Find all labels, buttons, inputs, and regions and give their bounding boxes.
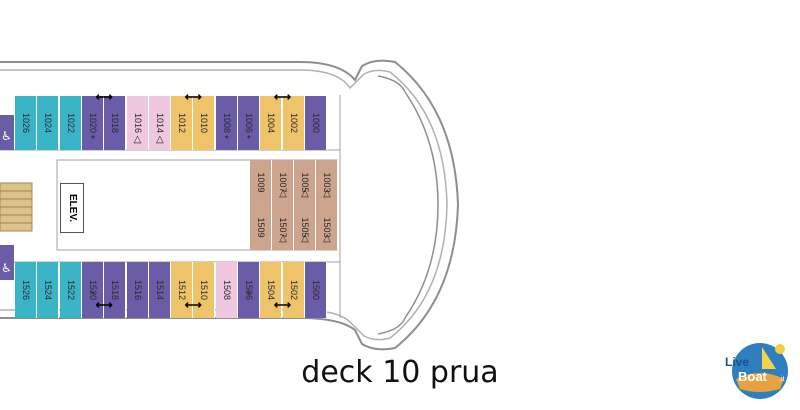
connecting-arrow-icon: ⟷ [273,298,292,312]
star-mark: * [247,290,251,301]
svg-text:Boat: Boat [738,369,768,384]
cabin-1506[interactable]: 1506* [238,262,260,318]
cabin-1022[interactable]: 1022 [59,96,82,150]
cabin-number: 1514 [154,279,165,301]
cabin-1516[interactable]: 1516 [126,262,149,318]
cabin-1512[interactable]: 1512 [171,262,194,318]
hull-outer-line [0,59,460,351]
stairs-icon [0,182,33,232]
wheelchair-icon: ♿ [1,129,12,143]
triangle-mark: △ [155,134,164,145]
cabin-1508[interactable]: 1508 [215,262,238,318]
cabin-number: 1526 [21,279,31,301]
cabin-1502[interactable]: 1502 [282,262,305,318]
cabin-1504[interactable]: 1504 [260,262,283,318]
cabin-1024[interactable]: 1024 [37,96,60,150]
cabin-number: 1010 [199,112,210,134]
cabin-1000[interactable]: 1000 [304,96,327,150]
cabin-1509[interactable]: 1509 [250,205,272,250]
cabin-1007[interactable]: 1007△ [272,160,294,205]
cabin-number: 1004 [266,112,277,134]
cabin-1014[interactable]: 1014△ [148,96,171,150]
cabin-1016[interactable]: 1016△ [126,96,149,150]
wheelchair-icon: ♿ [1,261,12,275]
elevator-box: ELEV. [60,183,84,233]
connecting-arrow-icon: ⟷ [184,90,202,104]
cabin-1012[interactable]: 1012 [171,96,194,150]
cabin-number: 1524 [43,279,54,301]
cabin-1526[interactable]: 1526 [15,262,37,318]
triangle-mark: △ [323,188,331,199]
cabin-1524[interactable]: 1524 [37,262,60,318]
svg-text:.it: .it [779,376,785,383]
cabin-1026[interactable]: 1026 [15,96,37,150]
cabin-1009[interactable]: 1009 [250,160,272,205]
cabin-1503[interactable]: 1503△ [316,205,338,250]
cabin-1510[interactable]: 1510 [193,262,216,318]
connecting-arrow-icon: ⟷ [95,298,113,312]
triangle-mark: △ [301,233,309,244]
triangle-mark: △ [133,134,142,145]
star-mark: * [90,290,95,301]
connecting-arrow-icon: ⟷ [184,298,202,312]
cabin-number: 1009 [256,172,266,193]
triangle-mark: △ [323,233,331,244]
star-mark: * [90,134,95,145]
bow-wall-bottom [377,317,406,335]
cabin-1006[interactable]: 1006* [238,96,260,150]
cabin-number: 1522 [65,279,76,301]
bow-wall-top [377,75,406,93]
cabin-number: 1018 [110,112,121,134]
accessible-block-top [0,115,14,150]
connecting-arrow-icon: ⟷ [95,90,113,104]
cabin-1002[interactable]: 1002 [282,96,305,150]
deck-title: deck 10 prua [301,355,499,390]
cabin-1004[interactable]: 1004 [260,96,283,150]
elevator-label: ELEV. [67,194,78,222]
triangle-mark: △ [279,233,287,244]
bridge-arc [404,91,439,319]
cabin-number: 1012 [177,112,188,134]
connecting-arrow-icon: ⟷ [273,90,292,104]
cabin-1010[interactable]: 1010 [193,96,216,150]
triangle-mark: △ [279,188,287,199]
cabin-number: 1516 [132,279,143,301]
liveboat-logo: Live Boat .it [725,343,788,399]
star-mark: * [224,134,229,145]
cabin-1008[interactable]: 1008* [215,96,238,150]
cabin-1003[interactable]: 1003△ [316,160,338,205]
cabin-number: 1509 [256,217,266,238]
cabin-number: 1002 [288,112,299,134]
cabin-1522[interactable]: 1522 [59,262,82,318]
accessible-block-bottom [0,245,14,280]
cabin-number: 1500 [310,279,321,301]
cabin-1500[interactable]: 1500 [304,262,327,318]
cabin-number: 1022 [65,112,76,134]
cabin-1514[interactable]: 1514 [148,262,171,318]
cabin-1507[interactable]: 1507△ [272,205,294,250]
cabin-number: 1026 [21,112,31,134]
cabin-1505[interactable]: 1505△ [294,205,316,250]
cabin-1020[interactable]: 1020* [81,96,104,150]
cabin-1018[interactable]: 1018 [104,96,127,150]
svg-text:Live: Live [725,355,749,369]
cabin-number: 1508 [221,279,232,301]
cabin-1518[interactable]: 1518 [104,262,127,318]
hull-inner-line [0,69,448,341]
cabin-1520[interactable]: 1520* [81,262,104,318]
star-mark: * [247,134,251,145]
cabin-number: 1000 [310,112,321,134]
triangle-mark: △ [301,188,309,199]
cabin-number: 1024 [43,112,54,134]
cabin-1005[interactable]: 1005△ [294,160,316,205]
